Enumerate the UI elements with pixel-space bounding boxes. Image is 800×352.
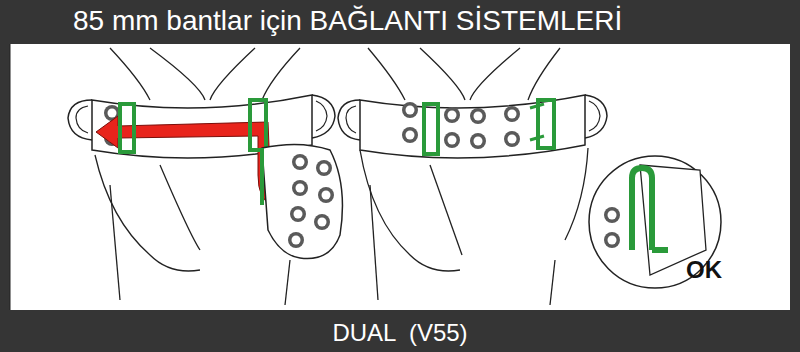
title: 85 mm bantlar için BAĞLANTI SİSTEMLERİ	[73, 4, 622, 38]
ok-label: OK	[686, 256, 722, 284]
caption: DUAL (V55)	[0, 318, 800, 348]
